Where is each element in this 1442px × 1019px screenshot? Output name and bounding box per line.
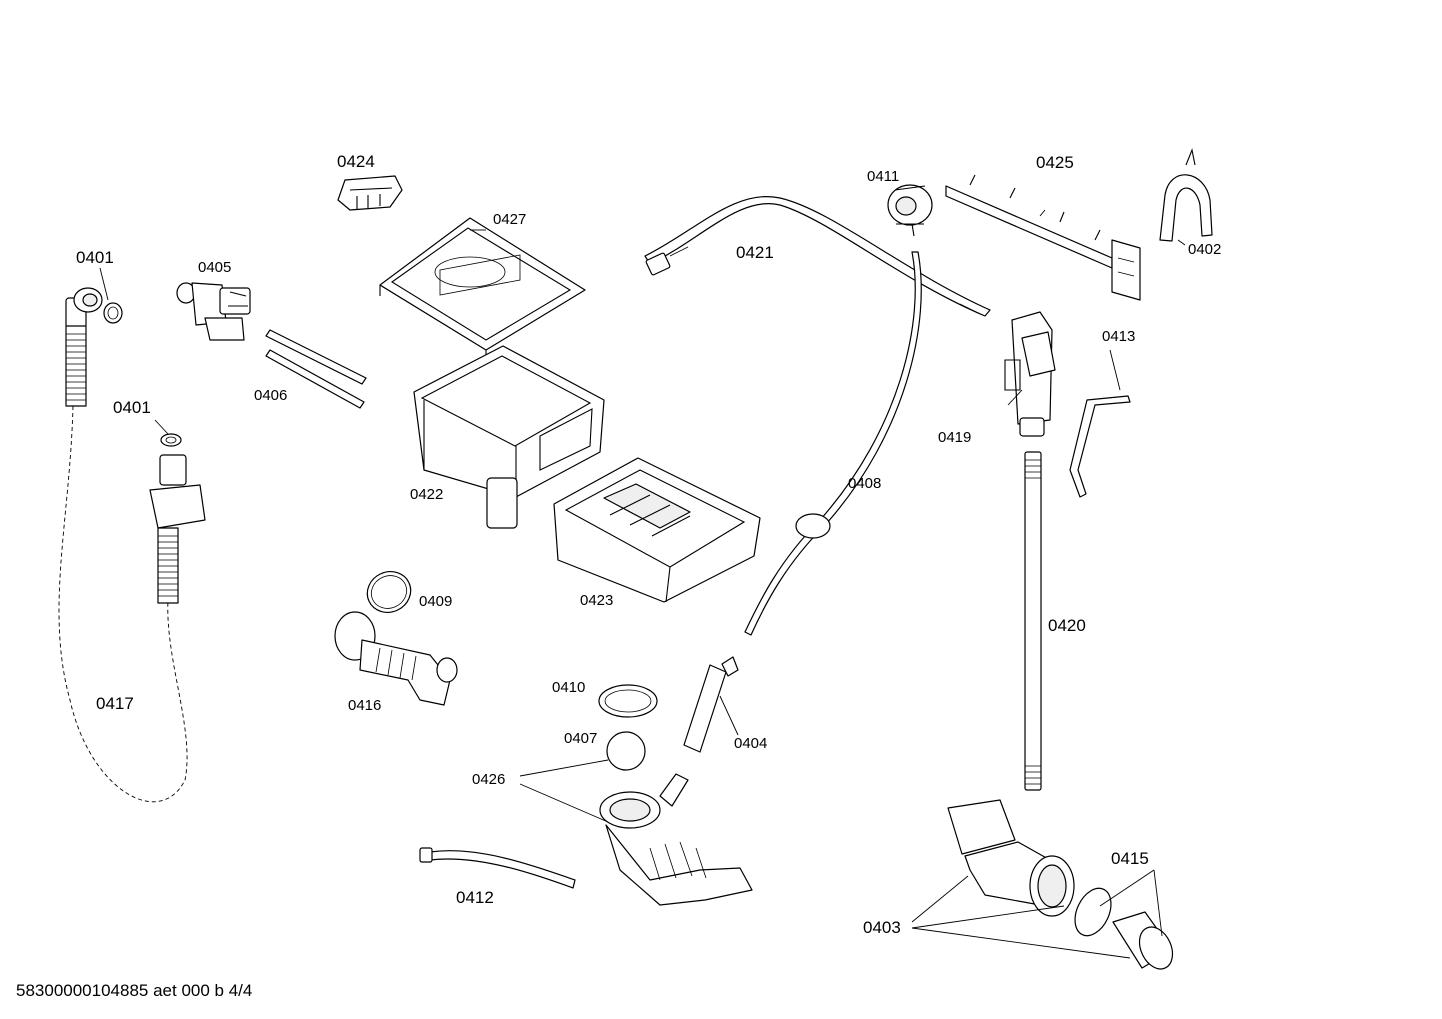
label-0415: 0415 xyxy=(1111,849,1149,868)
part-0410-ring xyxy=(598,684,658,718)
label-0420: 0420 xyxy=(1048,616,1086,635)
label-0410: 0410 xyxy=(552,679,585,696)
label-0404: 0404 xyxy=(734,735,767,752)
part-0403-drain-pump xyxy=(947,799,1075,917)
part-0422-dispenser-housing xyxy=(413,345,605,529)
label-0406: 0406 xyxy=(254,387,287,404)
label-0422: 0422 xyxy=(410,486,443,503)
part-0402-u-hose xyxy=(1159,148,1213,242)
part-0419-air-chamber xyxy=(1004,311,1056,437)
part-0408-pressure-hose xyxy=(744,251,922,636)
part-0425-rail-bracket xyxy=(945,174,1141,301)
part-0417-drain-hose xyxy=(58,405,188,803)
label-0411: 0411 xyxy=(867,168,899,185)
label-0423: 0423 xyxy=(580,592,613,609)
label-0407: 0407 xyxy=(564,730,597,747)
part-0406-hoses xyxy=(265,329,367,409)
label-0412: 0412 xyxy=(456,888,494,907)
label-0416: 0416 xyxy=(348,697,381,714)
part-0405-inlet-valve xyxy=(176,282,251,341)
part-0410-ring-inner xyxy=(604,689,652,713)
label-0401-top: 0401 xyxy=(76,248,114,267)
part-0404-sensor xyxy=(683,656,739,753)
part-0416-drain-bellows xyxy=(334,611,458,706)
label-0402: 0402 xyxy=(1188,241,1221,258)
part-0412-small-hose xyxy=(419,847,576,889)
part-0413-wire-rod xyxy=(1069,395,1131,498)
part-0415-gasket xyxy=(1074,887,1112,937)
part-0420-vertical-hose xyxy=(1024,451,1042,791)
label-0409: 0409 xyxy=(419,593,452,610)
part-0401-inlet-hose-end xyxy=(65,287,103,407)
part-0426-sump-hose xyxy=(599,773,753,906)
part-0401-inlet-hose-lower xyxy=(149,433,206,604)
label-0401-lower: 0401 xyxy=(113,398,151,417)
label-0427: 0427 xyxy=(493,211,526,228)
part-0421-hose xyxy=(644,196,991,317)
part-0415-filter xyxy=(1112,911,1174,970)
label-0417: 0417 xyxy=(96,694,134,713)
label-0413: 0413 xyxy=(1102,328,1135,345)
part-0423-detergent-drawer xyxy=(553,457,761,603)
part-0401-washer-small xyxy=(103,302,123,324)
label-0419: 0419 xyxy=(938,429,971,446)
label-0408: 0408 xyxy=(848,475,881,492)
part-0411-pressure-switch xyxy=(887,184,933,237)
part-0409-o-ring xyxy=(366,571,412,613)
label-0426: 0426 xyxy=(472,771,505,788)
label-0421: 0421 xyxy=(736,243,774,262)
label-0405: 0405 xyxy=(198,259,231,276)
leader-lines xyxy=(99,209,1186,959)
part-0407-ball xyxy=(606,731,646,771)
drawing-reference-code: 58300000104885 aet 000 b 4/4 xyxy=(16,981,253,1000)
part-0427-dispenser-cover xyxy=(379,217,586,358)
label-0425: 0425 xyxy=(1036,153,1074,172)
label-0403: 0403 xyxy=(863,918,901,937)
part-0424-clip xyxy=(337,175,403,211)
label-0424: 0424 xyxy=(337,152,375,171)
